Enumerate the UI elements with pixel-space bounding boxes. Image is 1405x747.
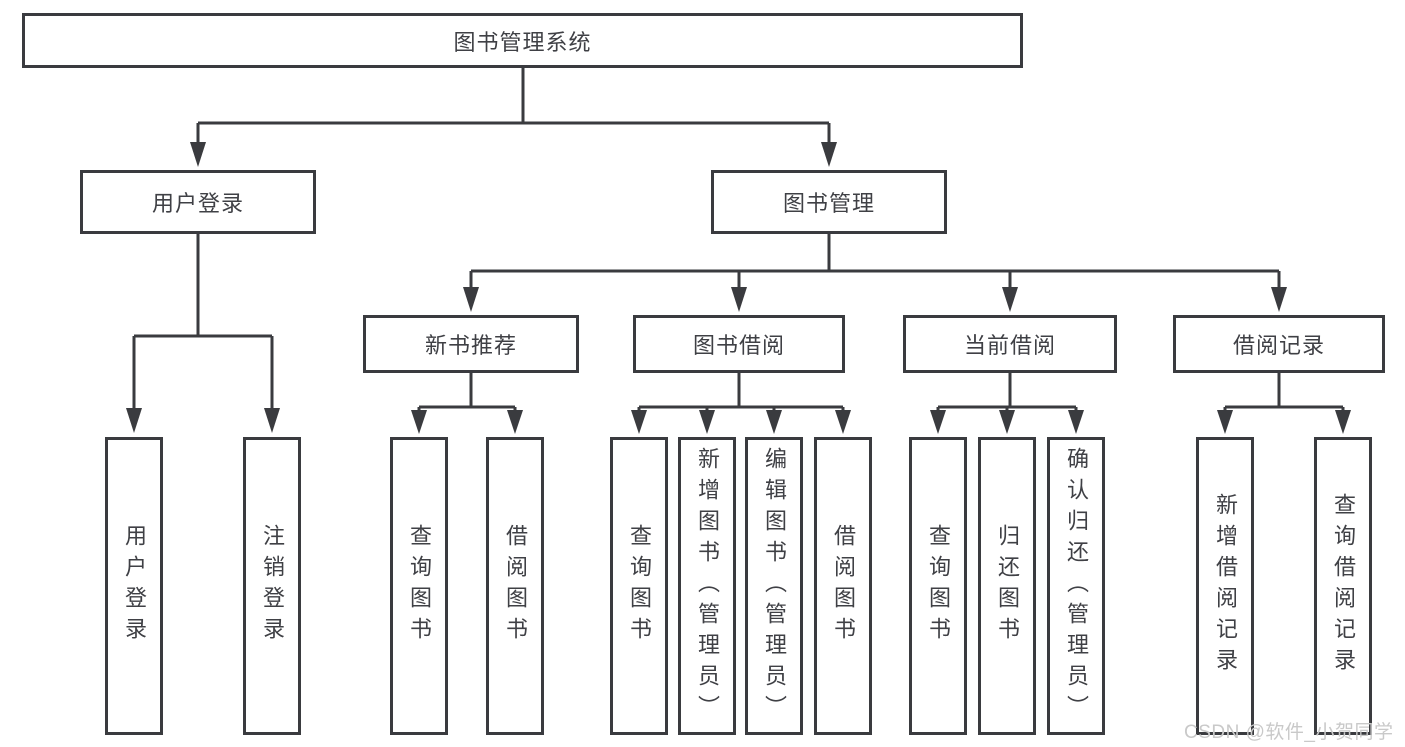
node-borrow-records: 借阅记录 (1173, 315, 1385, 373)
arrowhead (699, 410, 715, 434)
leaf-bb-add-books-admin: 新增图书（管理员） (678, 437, 736, 735)
arrowhead (821, 142, 837, 167)
arrowhead (766, 410, 782, 434)
leaf-logout-login: 注销登录 (243, 437, 301, 735)
leaf-bb-borrow-books: 借阅图书 (814, 437, 872, 735)
edge-user-login-to-leaves (132, 234, 274, 410)
leaf-bb-add-books-admin-label: 新增图书（管理员） (695, 446, 720, 726)
edge-current-borrow-to-leaves (936, 373, 1078, 412)
arrowhead (1068, 410, 1084, 434)
node-root-label: 图书管理系统 (453, 29, 592, 55)
edge-book-mgmt-to-level3 (469, 234, 1281, 289)
leaf-cb-return-books-label: 归还图书 (995, 524, 1020, 648)
leaf-nb-borrow-books: 借阅图书 (486, 437, 544, 735)
leaf-br-query-borrow-record: 查询借阅记录 (1314, 437, 1372, 735)
node-book-mgmt: 图书管理 (711, 170, 947, 234)
arrowhead (507, 410, 523, 434)
arrowhead (463, 287, 479, 312)
node-user-login: 用户登录 (80, 170, 316, 234)
leaf-br-query-borrow-record-label: 查询借阅记录 (1331, 493, 1356, 679)
watermark: CSDN @软件_小贺同学 (1184, 722, 1394, 743)
arrowhead (731, 287, 747, 312)
leaf-br-add-borrow-record-label: 新增借阅记录 (1213, 493, 1238, 679)
arrowhead (1217, 410, 1233, 434)
node-borrow-records-label: 借阅记录 (1232, 333, 1325, 358)
leaf-bb-edit-books-admin-label: 编辑图书（管理员） (762, 446, 787, 726)
node-book-borrow: 图书借阅 (633, 315, 845, 373)
leaf-cb-query-books-label: 查询图书 (926, 524, 951, 648)
leaf-cb-confirm-return-admin-label: 确认归还（管理员） (1064, 446, 1089, 726)
leaf-nb-borrow-books-label: 借阅图书 (503, 524, 528, 648)
arrowhead (411, 410, 427, 434)
arrowhead (1335, 410, 1351, 434)
arrowhead (999, 410, 1015, 434)
leaf-bb-edit-books-admin: 编辑图书（管理员） (745, 437, 803, 735)
leaf-nb-query-books: 查询图书 (390, 437, 448, 735)
leaf-bb-borrow-books-label: 借阅图书 (831, 524, 856, 648)
leaf-cb-query-books: 查询图书 (909, 437, 967, 735)
leaf-br-add-borrow-record: 新增借阅记录 (1196, 437, 1254, 735)
leaf-cb-return-books: 归还图书 (978, 437, 1036, 735)
node-book-borrow-label: 图书借阅 (692, 333, 785, 358)
leaf-nb-query-books-label: 查询图书 (407, 524, 432, 648)
node-book-mgmt-label: 图书管理 (782, 191, 875, 216)
node-user-login-label: 用户登录 (151, 191, 244, 216)
edge-new-books-to-leaves (417, 373, 517, 412)
leaf-bb-query-books: 查询图书 (610, 437, 668, 735)
arrowhead (631, 410, 647, 434)
edge-borrow-records-to-leaves (1223, 373, 1345, 412)
arrowhead (930, 410, 946, 434)
edge-root-to-level2 (196, 68, 831, 144)
leaf-user-login-label: 用户登录 (122, 524, 147, 648)
arrowhead (126, 408, 142, 433)
node-new-books-label: 新书推荐 (424, 333, 517, 358)
leaf-bb-query-books-label: 查询图书 (627, 524, 652, 648)
arrowhead (1002, 287, 1018, 312)
arrowhead (835, 410, 851, 434)
leaf-user-login: 用户登录 (105, 437, 163, 735)
arrowhead (264, 408, 280, 433)
node-new-books: 新书推荐 (363, 315, 579, 373)
arrowhead (190, 142, 206, 167)
leaf-cb-confirm-return-admin: 确认归还（管理员） (1047, 437, 1105, 735)
node-current-borrow: 当前借阅 (903, 315, 1117, 373)
edge-book-borrow-to-leaves (637, 373, 845, 412)
leaf-logout-login-label: 注销登录 (260, 524, 285, 648)
node-root: 图书管理系统 (22, 13, 1023, 68)
arrowhead (1271, 287, 1287, 312)
node-current-borrow-label: 当前借阅 (963, 333, 1056, 358)
